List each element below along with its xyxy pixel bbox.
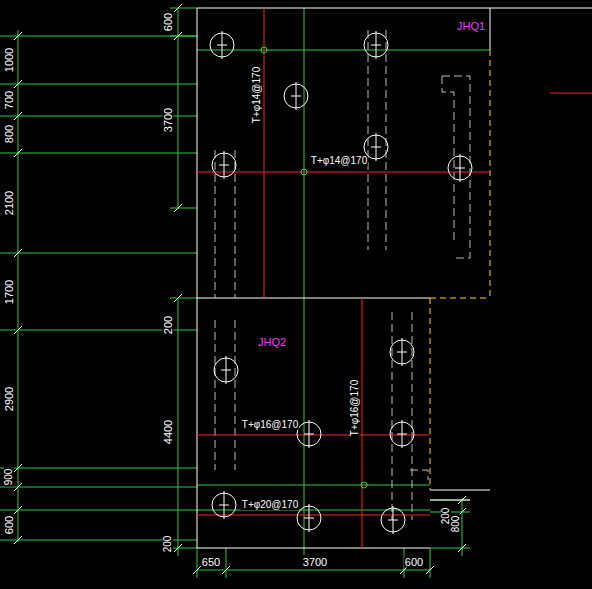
rebar-label: T+φ16@170 [241,420,299,430]
pile-symbols [210,31,472,534]
pile-circle [284,82,308,110]
region-label: JHQ2 [257,337,287,348]
pile-circle [381,506,405,534]
pile-circle [210,31,234,59]
pile-circle [212,491,236,519]
rebar-label: T+φ20@170 [241,500,299,510]
dimension-text: 200 [441,507,451,526]
dimension-text: 600 [163,12,174,32]
dimension-text: 800 [451,515,461,534]
rebar-label: T+φ14@170 [252,66,262,124]
pile-circle [390,420,414,448]
dimension-text: 700 [4,90,15,110]
dimension-text: 200 [163,535,173,554]
dashed-edge [430,50,490,490]
dimension-text: 3700 [302,557,328,568]
dimension-text: 2900 [4,386,15,412]
dimension-ticks [14,4,466,574]
region-label: JHQ1 [456,21,486,32]
region-box: JHQ2 [197,298,430,548]
pile-circle [364,31,388,59]
dimension-text: 800 [4,124,15,144]
pile-circle [297,504,321,532]
pile-circle [212,151,236,179]
dimension-text: 600 [404,557,424,568]
dimension-lines [0,8,490,578]
dimension-text: 2100 [4,190,15,216]
region-box: JHQ1 [197,8,490,298]
dimension-text: 1000 [4,47,15,73]
dimension-text: 650 [201,557,221,568]
dimension-text: 3700 [163,107,174,133]
pile-circle [390,338,414,366]
dimension-text: 1700 [4,279,15,305]
dimension-text: 4400 [163,419,174,445]
wall-outline [215,30,470,520]
dimension-text: 200 [163,315,174,335]
rebar-label: T+φ16@170 [350,379,360,437]
pile-circle [214,356,238,384]
pile-circle [448,154,472,182]
dimension-text: 900 [4,468,14,487]
rebar-lines [197,8,592,548]
dimension-text: 600 [4,515,15,535]
slab-outline [197,8,592,548]
pile-circle [297,420,321,448]
rebar-label: T+φ14@170 [310,156,368,166]
